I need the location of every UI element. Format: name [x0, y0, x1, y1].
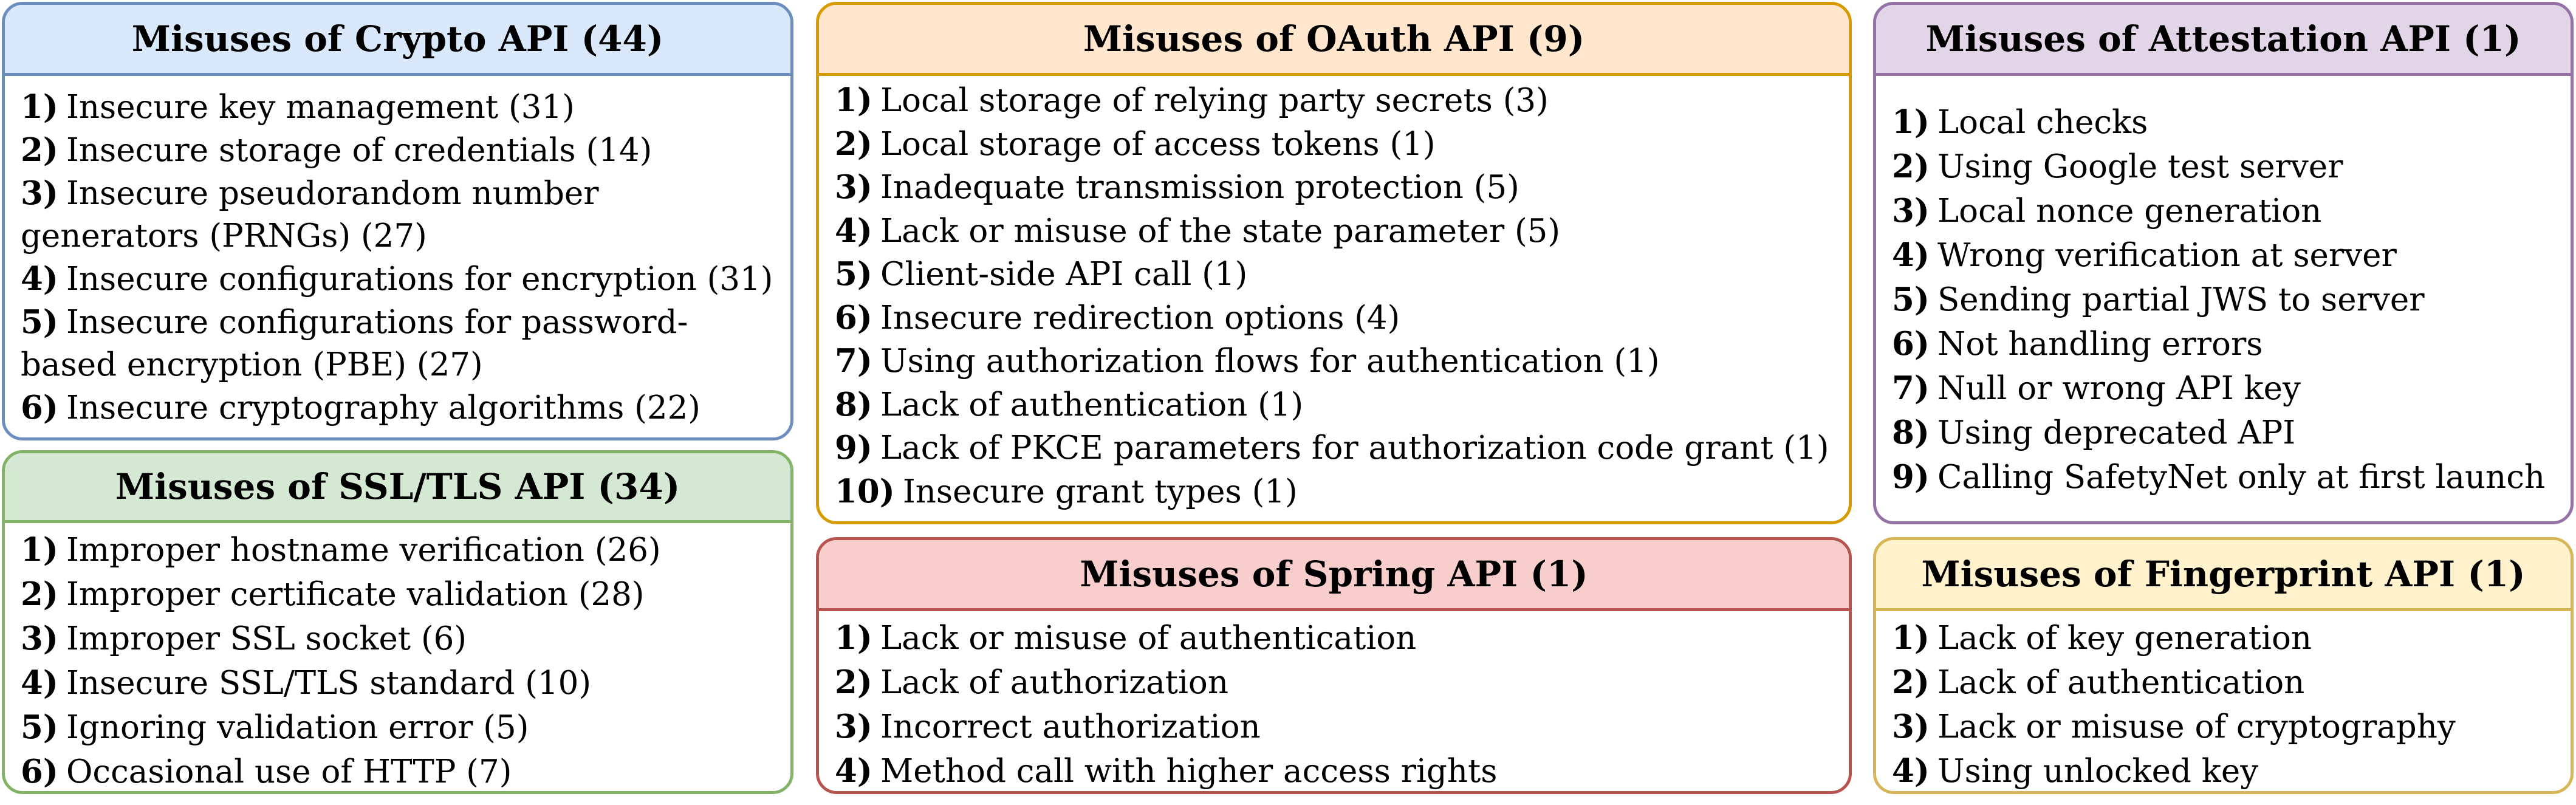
oauth-api-panel: Misuses of OAuth API (9) 1)Local storage… — [816, 2, 1852, 524]
list-item: 6)Not handling errors — [1892, 325, 2263, 363]
fingerprint-api-panel: Misuses of Fingerprint API (1) 1)Lack of… — [1873, 537, 2574, 794]
list-item: 10)Insecure grant types (1) — [835, 472, 1298, 510]
fingerprint-api-list: 1)Lack of key generation 2)Lack of authe… — [1876, 611, 2571, 791]
list-item: 3)Lack or misuse of cryptography — [1892, 708, 2456, 745]
list-item: 4)Insecure configurations for encryption… — [21, 260, 773, 298]
spring-api-panel: Misuses of Spring API (1) 1)Lack or misu… — [816, 537, 1852, 794]
list-item: 2)Insecure storage of credentials (14) — [21, 131, 653, 169]
oauth-api-title: Misuses of OAuth API (9) — [819, 5, 1849, 76]
list-item: 9)Calling SafetyNet only at first launch — [1892, 458, 2546, 496]
list-item: 2)Lack of authentication — [1892, 663, 2305, 701]
list-item: 6)Occasional use of HTTP (7) — [21, 753, 512, 790]
ssl-tls-api-panel: Misuses of SSL/TLS API (34) 1)Improper h… — [2, 450, 793, 794]
list-item: 4)Insecure SSL/TLS standard (10) — [21, 664, 592, 702]
ssl-tls-api-title: Misuses of SSL/TLS API (34) — [5, 453, 790, 523]
list-item: 6)Insecure cryptography algorithms (22) — [21, 389, 701, 426]
list-item: 1)Lack of key generation — [1892, 619, 2312, 657]
ssl-tls-api-list: 1)Improper hostname verification (26) 2)… — [5, 523, 790, 791]
list-item: 2)Local storage of access tokens (1) — [835, 125, 1436, 163]
oauth-api-list: 1)Local storage of relying party secrets… — [819, 76, 1849, 513]
list-item: 3)Improper SSL socket (6) — [21, 620, 467, 657]
list-item: 3)Incorrect authorization — [835, 708, 1261, 745]
list-item: 3)Inadequate transmission protection (5) — [835, 168, 1519, 206]
list-item: 5)Client-side API call (1) — [835, 255, 1248, 293]
crypto-api-title: Misuses of Crypto API (44) — [5, 5, 790, 76]
list-item: 5)Ignoring validation error (5) — [21, 708, 529, 746]
list-item: 1)Local storage of relying party secrets… — [835, 81, 1549, 119]
attestation-api-panel: Misuses of Attestation API (1) 1)Local c… — [1873, 2, 2574, 524]
list-item: 1)Local checks — [1892, 103, 2148, 141]
list-item: 4)Method call with higher access rights — [835, 752, 1498, 790]
list-item: 2)Lack of authorization — [835, 663, 1228, 701]
list-item: 7)Null or wrong API key — [1892, 369, 2301, 407]
list-item: 1)Insecure key management (31) — [21, 88, 575, 126]
list-item: 7)Using authorization flows for authenti… — [835, 342, 1660, 380]
list-item: 4)Wrong verification at server — [1892, 236, 2397, 274]
list-item: 1)Lack or misuse of authentication — [835, 619, 1417, 657]
list-item: 6)Insecure redirection options (4) — [835, 298, 1400, 337]
crypto-api-panel: Misuses of Crypto API (44) 1)Insecure ke… — [2, 2, 793, 440]
fingerprint-api-title: Misuses of Fingerprint API (1) — [1876, 540, 2571, 611]
list-item: 4)Lack or misuse of the state parameter … — [835, 211, 1561, 250]
list-item: 5)Sending partial JWS to server — [1892, 281, 2425, 318]
attestation-api-title: Misuses of Attestation API (1) — [1876, 5, 2571, 76]
list-item: 5)Insecure configurations for password-b… — [21, 303, 688, 383]
list-item: 1)Improper hostname verification (26) — [21, 531, 661, 569]
list-item: 2)Improper certificate validation (28) — [21, 575, 645, 613]
list-item: 8)Using deprecated API — [1892, 414, 2296, 451]
spring-api-title: Misuses of Spring API (1) — [819, 540, 1849, 611]
list-item: 8)Lack of authentication (1) — [835, 385, 1304, 423]
spring-api-list: 1)Lack or misuse of authentication 2)Lac… — [819, 611, 1849, 791]
list-item: 9)Lack of PKCE parameters for authorizat… — [835, 429, 1829, 467]
crypto-api-list: 1)Insecure key management (31) 2)Insecur… — [5, 76, 790, 430]
list-item: 3)Local nonce generation — [1892, 192, 2322, 230]
list-item: 4)Using unlocked key — [1892, 752, 2259, 790]
list-item: 3)Insecure pseudorandom number generator… — [21, 174, 599, 255]
list-item: 2)Using Google test server — [1892, 148, 2343, 185]
attestation-api-list: 1)Local checks 2)Using Google test serve… — [1876, 76, 2571, 499]
